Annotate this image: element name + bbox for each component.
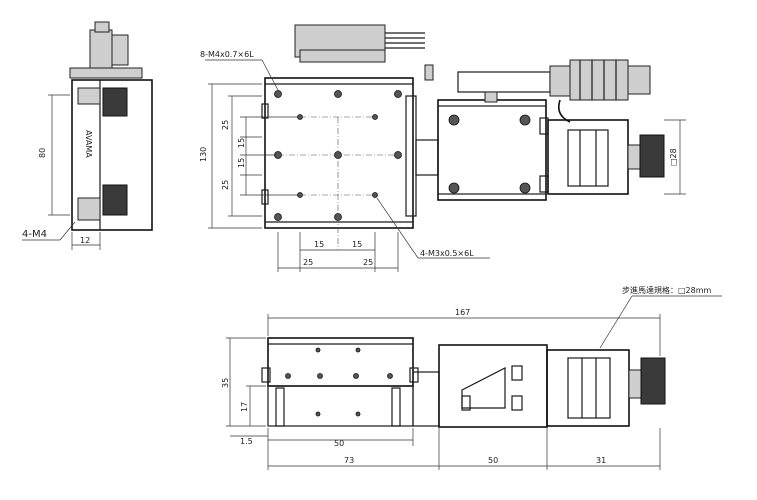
tap-top-leader	[261, 59, 279, 91]
front-dim-total: 167	[455, 308, 470, 317]
side-upper-label	[77, 87, 101, 105]
top-dim-h4: 25	[363, 258, 373, 267]
cable-gland	[549, 65, 571, 97]
front-dim-73: 73	[344, 456, 354, 465]
top-dim-v3: 15	[237, 158, 246, 168]
coupling-box	[415, 139, 439, 176]
top-small-stud	[424, 64, 434, 81]
motor-screw	[448, 182, 460, 194]
top-dim-h2: 15	[352, 240, 362, 249]
m4-label: 4-M4	[22, 229, 47, 240]
side-top-plate	[69, 67, 143, 79]
front-base	[267, 385, 414, 427]
m4-hole	[394, 151, 402, 159]
tap-top-label: 8-M4x0.7×6L	[200, 50, 254, 59]
motor-screw	[448, 114, 460, 126]
motor-top-view: □28	[437, 59, 686, 201]
motor-dim: □28	[669, 148, 678, 166]
side-connector-top	[94, 21, 110, 33]
m4-hole	[274, 213, 282, 221]
side-connector-block	[89, 29, 113, 71]
front-motor-block	[438, 344, 548, 428]
side-lower-label	[77, 197, 101, 221]
front-dim-31: 31	[596, 456, 606, 465]
front-dim-h2: 17	[240, 402, 249, 412]
m4-hole	[334, 90, 342, 98]
motor-note: 步進馬達規格：□28mm	[622, 285, 712, 295]
side-body	[71, 79, 153, 231]
cable-bend	[557, 99, 571, 123]
knob	[639, 134, 665, 178]
brand-text: AVAMA	[84, 130, 93, 158]
tap-bottom-leader	[376, 197, 419, 259]
stage-left-tab-top	[261, 103, 269, 119]
top-view: 130 25 15 15 25 15 15 25 25 8-M4x0.7×6L …	[199, 24, 490, 272]
side-dim-height: 80	[38, 148, 47, 158]
side-dim-width: 12	[80, 236, 90, 245]
top-connector-base	[299, 49, 386, 63]
connector-tip	[627, 65, 651, 95]
front-dim-50: 50	[334, 439, 344, 448]
front-dim-h1: 35	[221, 378, 230, 388]
top-dim-v1: 25	[221, 120, 230, 130]
cable-housing	[457, 71, 551, 93]
m4-leader	[59, 221, 76, 241]
top-dim-h3: 25	[303, 258, 313, 267]
front-dim-50b: 50	[488, 456, 498, 465]
front-dim-base: 1.5	[240, 437, 253, 446]
side-lower-block	[102, 184, 128, 216]
connector-plug	[569, 59, 629, 101]
side-connector-cap	[111, 34, 129, 66]
tap-bottom-label: 4-M3x0.5×6L	[420, 249, 474, 258]
motor-screw	[519, 114, 531, 126]
top-dim-h1: 15	[314, 240, 324, 249]
top-dim-130: 130	[199, 147, 208, 162]
front-motor-wedge	[461, 367, 506, 409]
stepper-shaft	[627, 144, 641, 170]
top-dim-v4: 25	[221, 180, 230, 190]
stage-left-tab-bottom	[261, 189, 269, 205]
front-stepper	[546, 349, 630, 427]
front-coupler	[412, 371, 440, 427]
top-dim-v2: 15	[237, 138, 246, 148]
m4-hole	[394, 90, 402, 98]
motor-screw	[519, 182, 531, 194]
motor-note-leader	[599, 295, 633, 349]
stage-right-rail	[405, 95, 417, 217]
front-view: 167 35 17 1.5 50 73 50 31 步進馬達規格：□28mm	[221, 285, 722, 470]
m4-hole	[274, 90, 282, 98]
side-upper-block	[102, 87, 128, 117]
stepper-body	[547, 119, 629, 195]
stage-plate	[264, 77, 414, 229]
front-knob	[640, 357, 666, 405]
front-stage-top	[267, 337, 414, 387]
side-view: AVAMA 80 12 4-M4	[22, 21, 153, 250]
